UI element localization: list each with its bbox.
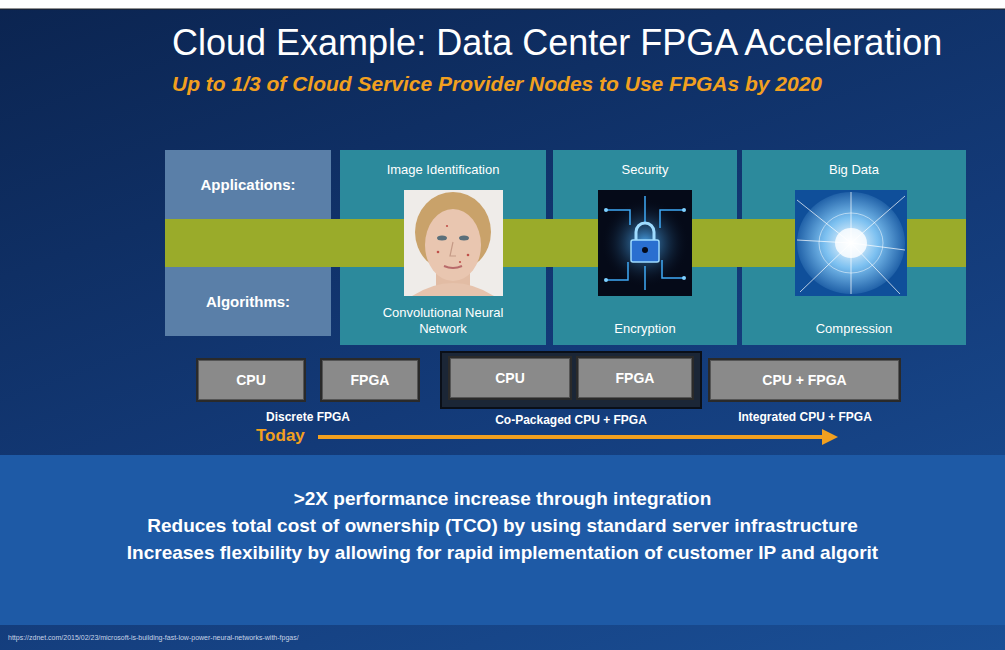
application-column: Image IdentificationConvolutional Neural…	[340, 150, 546, 345]
algorithm-name: Convolutional Neural Network	[363, 305, 523, 337]
chip-label: CPU + FPGA	[762, 372, 846, 388]
application-name: Security	[622, 162, 669, 178]
chip-label: CPU	[236, 372, 266, 388]
benefit-line: Reduces total cost of ownership (TCO) by…	[147, 512, 858, 539]
chip-label: CPU	[495, 370, 525, 386]
benefits-band: >2X performance increase through integra…	[0, 455, 1005, 625]
chip-box: CPU	[448, 356, 572, 400]
chip-box: FPGA	[320, 358, 420, 402]
application-column: Big DataCompression	[742, 150, 966, 345]
row-label: Algorithms:	[206, 293, 290, 310]
application-name: Image Identification	[387, 162, 500, 178]
row-label: Applications:	[200, 176, 295, 193]
top-strip	[0, 0, 1005, 9]
chip-label: FPGA	[616, 370, 655, 386]
algorithm-name: Compression	[816, 321, 893, 337]
data-burst-illustration	[795, 190, 907, 296]
chip-box: CPU + FPGA	[708, 358, 901, 402]
algorithm-name: Encryption	[614, 321, 675, 337]
timeline-arrow	[318, 429, 838, 445]
row-header: Algorithms:	[165, 267, 331, 336]
row-header: Applications:	[165, 150, 331, 219]
chip-box: CPU	[196, 358, 306, 402]
slide-title: Cloud Example: Data Center FPGA Accelera…	[172, 22, 942, 64]
chip-label: FPGA	[351, 372, 390, 388]
benefit-line: Increases flexibility by allowing for ra…	[127, 539, 878, 566]
timeline-label: Today	[256, 426, 305, 446]
application-name: Big Data	[829, 162, 879, 178]
face-photo	[404, 190, 503, 296]
lock-illustration	[598, 190, 692, 296]
package-box: Co-Packaged CPU + FPGACPUFPGA	[440, 351, 702, 409]
group-caption: Discrete FPGA	[266, 410, 350, 424]
package-caption: Co-Packaged CPU + FPGA	[495, 413, 647, 427]
group-caption: Integrated CPU + FPGA	[738, 410, 872, 424]
chip-box: FPGA	[576, 356, 694, 400]
application-column: SecurityEncryption	[553, 150, 737, 345]
benefit-line: >2X performance increase through integra…	[294, 485, 712, 512]
source-url: https://zdnet.com/2015/02/23/microsoft-i…	[8, 634, 299, 641]
slide-subtitle: Up to 1/3 of Cloud Service Provider Node…	[172, 72, 822, 96]
top-rule	[0, 9, 1005, 10]
